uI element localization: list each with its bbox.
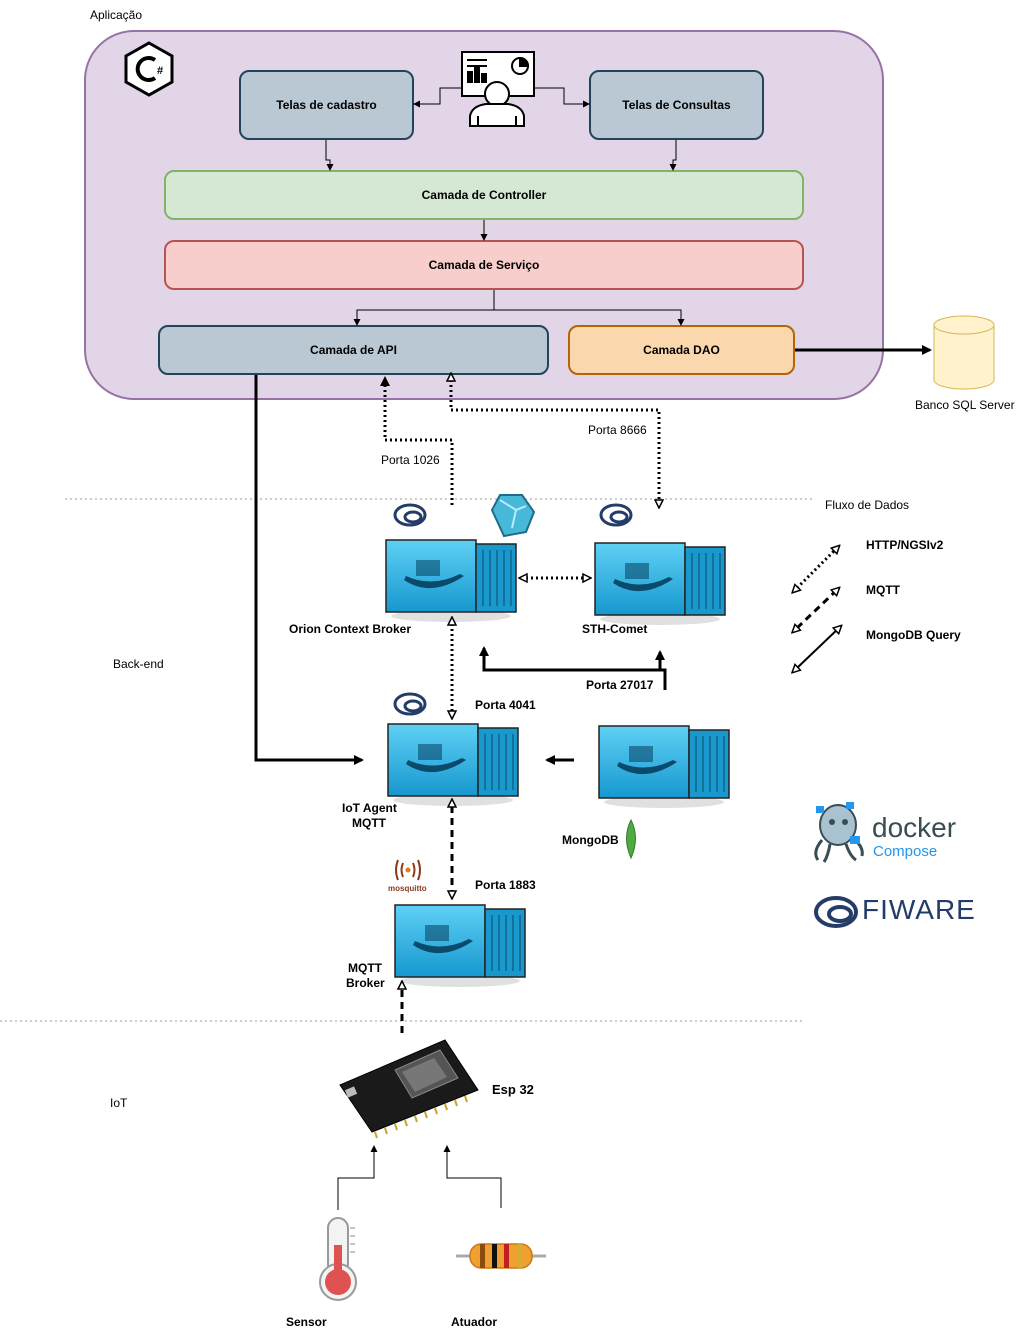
mqtt-broker-label-1: MQTT xyxy=(348,961,382,975)
sql-server-database-icon xyxy=(933,315,995,390)
actuator-label: Atuador xyxy=(451,1315,497,1329)
port-27017-label: Porta 27017 xyxy=(586,678,654,692)
dao-layer-box[interactable]: Camada DAO xyxy=(568,325,795,375)
legend-mongo-label: MongoDB Query xyxy=(866,628,961,642)
orion-label: Orion Context Broker xyxy=(289,622,412,636)
api-layer-box[interactable]: Camada de API xyxy=(158,325,549,375)
arrow-actuator-to-esp32 xyxy=(443,1145,502,1208)
user-dashboard-icon xyxy=(461,51,535,127)
database-label: Banco SQL Server xyxy=(915,398,1015,412)
legend-mongo-arrow xyxy=(797,626,841,668)
mqtt-broker-label-2: Broker xyxy=(346,976,385,990)
legend-http-label: HTTP/NGSIv2 xyxy=(866,538,944,552)
legend-mqtt-label: MQTT xyxy=(866,583,900,597)
fiware-word: FIWARE xyxy=(862,894,976,925)
arrow-api-sth-8666 xyxy=(451,380,659,507)
port-1026-label: Porta 1026 xyxy=(381,453,440,467)
arrow-orion-to-api-1026 xyxy=(380,376,454,505)
arrow-sensor-to-esp32 xyxy=(337,1145,378,1210)
fiware-swirl-icon-orion xyxy=(393,503,427,527)
svg-text:#: # xyxy=(157,65,163,77)
section-label-backend: Back-end xyxy=(113,657,164,671)
sensor-label: Sensor xyxy=(286,1315,327,1329)
legend-title: Fluxo de Dados xyxy=(825,498,910,512)
register-screens-box[interactable]: Telas de cadastro xyxy=(239,70,414,140)
sth-comet-container-icon xyxy=(594,542,726,625)
arrow-query-to-controller xyxy=(669,140,677,171)
arrow-user-to-register xyxy=(413,87,462,108)
docker-word: docker xyxy=(872,812,957,843)
fiware-swirl-icon-iot-agent xyxy=(393,692,427,716)
mqtt-broker-container-icon xyxy=(394,904,526,987)
arrow-mongo-to-sth xyxy=(655,650,665,672)
esp32-label: Esp 32 xyxy=(492,1082,534,1097)
mongodb-label: MongoDB xyxy=(562,833,619,847)
mongodb-leaf-icon xyxy=(626,818,636,860)
fiware-swirl-icon-sth xyxy=(599,503,633,527)
iot-agent-label-1: IoT Agent xyxy=(342,801,397,815)
compose-word: Compose xyxy=(873,843,938,860)
orion-container-icon xyxy=(385,539,517,622)
arrow-user-to-query xyxy=(534,87,590,108)
csharp-icon: # xyxy=(124,41,174,97)
register-screens-label: Telas de cadastro xyxy=(276,98,377,112)
sth-comet-label: STH-Comet xyxy=(582,622,648,636)
thermometer-sensor-icon xyxy=(319,1217,357,1301)
dao-layer-label: Camada DAO xyxy=(643,343,720,357)
mosquitto-icon xyxy=(395,859,421,881)
arrow-api-to-iot-agent xyxy=(254,375,364,765)
esp32-board-icon xyxy=(339,1039,479,1139)
arrow-mongo-to-orion xyxy=(479,646,667,690)
section-label-iot: IoT xyxy=(110,1096,128,1110)
docker-compose-octopus-icon xyxy=(814,802,864,863)
arrow-register-to-controller xyxy=(325,140,334,171)
query-screens-label: Telas de Consultas xyxy=(622,98,731,112)
controller-layer-label: Camada de Controller xyxy=(421,188,547,202)
resistor-actuator-icon xyxy=(456,1243,546,1269)
crate-db-icon xyxy=(490,494,536,538)
mosquitto-word: mosquitto xyxy=(388,884,427,893)
mongodb-container-icon xyxy=(598,725,730,808)
port-1883-label: Porta 1883 xyxy=(475,878,536,892)
legend-http-arrow xyxy=(797,546,839,588)
arrow-service-to-api xyxy=(353,290,495,326)
api-layer-label: Camada de API xyxy=(310,343,397,357)
port-4041-label: Porta 4041 xyxy=(475,698,536,712)
fiware-logo-icon xyxy=(814,896,858,928)
query-screens-box[interactable]: Telas de Consultas xyxy=(589,70,764,140)
legend-mqtt-arrow xyxy=(797,588,839,628)
iot-agent-label-2: MQTT xyxy=(352,816,386,830)
arrow-service-to-dao xyxy=(494,309,685,326)
iot-agent-container-icon xyxy=(387,723,519,806)
service-layer-box[interactable]: Camada de Serviço xyxy=(164,240,804,290)
service-layer-label: Camada de Serviço xyxy=(428,258,540,272)
controller-layer-box[interactable]: Camada de Controller xyxy=(164,170,804,220)
section-label-application: Aplicação xyxy=(90,8,143,22)
